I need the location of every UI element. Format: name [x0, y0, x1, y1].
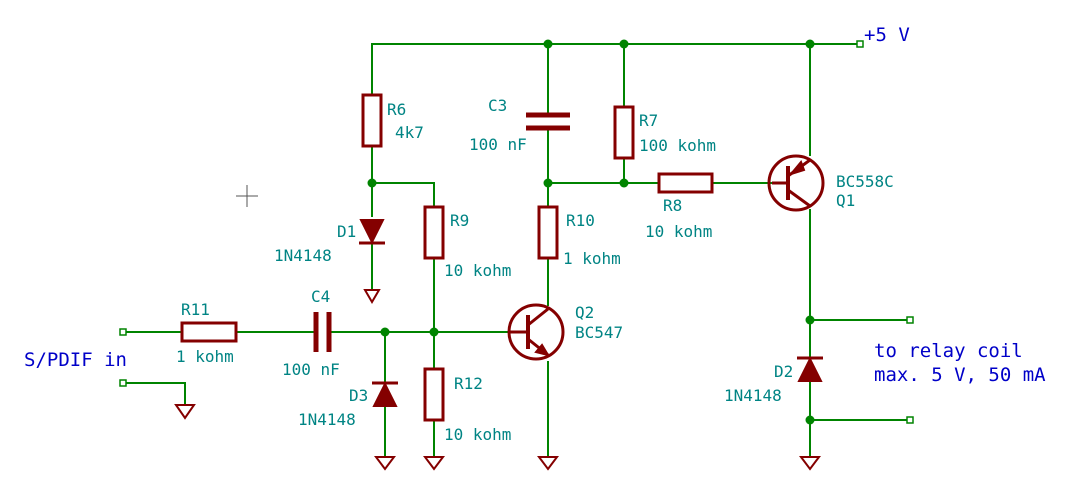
c4-value: 100 nF	[282, 360, 340, 379]
c3-ref: C3	[488, 96, 507, 115]
d2-value: 1N4148	[724, 386, 782, 405]
r11-value: 1 kohm	[176, 347, 234, 366]
r7-value: 100 kohm	[639, 136, 716, 155]
diode-d1	[359, 219, 385, 245]
capacitor-c3	[526, 112, 570, 131]
r6-value: 4k7	[395, 123, 424, 142]
pin-out-bottom	[906, 416, 914, 424]
q2-value: BC547	[575, 323, 623, 342]
d3-ref: D3	[349, 386, 368, 405]
r9-ref: R9	[450, 211, 469, 230]
c4-ref: C4	[311, 287, 330, 306]
pin-in-signal	[119, 328, 127, 336]
diode-d2	[797, 356, 823, 382]
pin-in-gnd	[119, 379, 127, 387]
q1-ref: Q1	[836, 191, 855, 210]
pin-out-top	[906, 316, 914, 324]
capacitor-c4	[313, 312, 332, 352]
junctions	[367, 39, 815, 425]
junction-dot	[619, 178, 629, 188]
transistor-q1	[767, 154, 825, 212]
d2-ref: D2	[774, 362, 793, 381]
input-net-label: S/PDIF in	[24, 349, 127, 371]
resistor-r11	[180, 321, 238, 343]
ground-r12	[423, 456, 445, 471]
resistor-r12	[423, 367, 445, 422]
ground-q2	[537, 456, 559, 471]
wires	[124, 43, 911, 456]
c3-value: 100 nF	[469, 135, 527, 154]
junction-dot	[805, 39, 815, 49]
r12-value: 10 kohm	[444, 425, 511, 444]
transistor-q2	[507, 303, 565, 361]
vcc-label: +5 V	[864, 24, 910, 46]
resistor-r7	[613, 105, 635, 160]
resistor-r10	[537, 205, 559, 260]
d1-ref: D1	[337, 222, 356, 241]
ground-d1	[363, 289, 381, 304]
junction-dot	[543, 178, 553, 188]
connector-pins	[119, 40, 914, 424]
junction-dot	[805, 415, 815, 425]
ground-d3	[374, 456, 396, 471]
resistor-r8	[657, 172, 714, 194]
r8-ref: R8	[663, 196, 682, 215]
d3-value: 1N4148	[298, 410, 356, 429]
resistor-r9	[423, 205, 445, 260]
wire-r6-r9	[371, 182, 435, 208]
q1-value: BC558C	[836, 172, 894, 191]
pin-vcc	[856, 40, 864, 48]
junction-dot	[429, 327, 439, 337]
r11-ref: R11	[181, 300, 210, 319]
junction-dot	[619, 39, 629, 49]
crosshair-cursor-icon	[236, 185, 258, 207]
output-net-label-2: max. 5 V, 50 mA	[874, 364, 1046, 386]
junction-dot	[367, 178, 377, 188]
r6-ref: R6	[387, 100, 406, 119]
q2-ref: Q2	[575, 303, 594, 322]
junction-dot	[543, 39, 553, 49]
ground-symbols	[174, 289, 821, 471]
diode-d3	[372, 381, 398, 407]
junction-dot	[380, 327, 390, 337]
r10-value: 1 kohm	[563, 249, 621, 268]
output-net-label-1: to relay coil	[874, 340, 1023, 362]
d1-value: 1N4148	[274, 246, 332, 265]
r9-value: 10 kohm	[444, 261, 511, 280]
r12-ref: R12	[454, 374, 483, 393]
resistor-r6	[361, 93, 383, 148]
r8-value: 10 kohm	[645, 222, 712, 241]
r7-ref: R7	[639, 111, 658, 130]
junction-dot	[805, 315, 815, 325]
r10-ref: R10	[566, 211, 595, 230]
ground-input	[174, 404, 196, 420]
ground-d2	[799, 456, 821, 471]
wire-in-gnd	[124, 382, 186, 406]
